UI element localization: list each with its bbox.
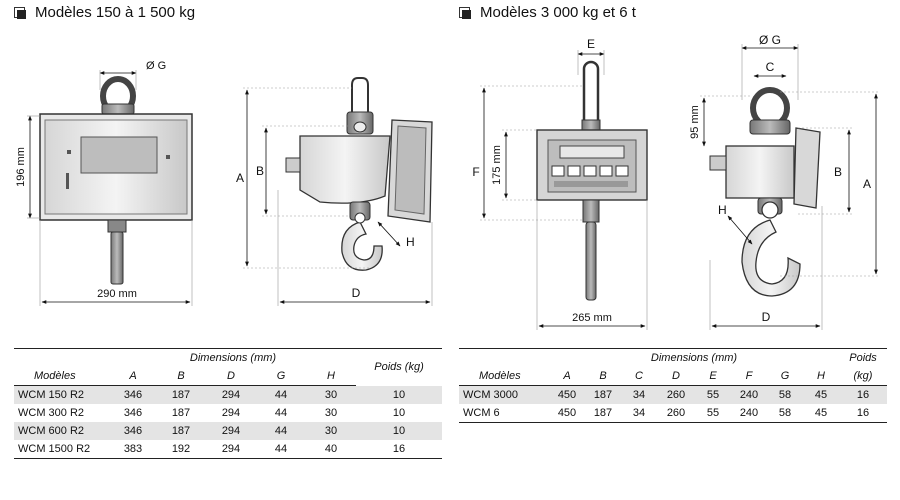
left-section-title: Modèles 150 à 1 500 kg [35,4,196,21]
dimensions-group-header: Dimensions (mm) [110,348,356,367]
dim-a-large-label: A [863,177,871,191]
left-spec-table: Dimensions (mm) Poids (kg) Modèles A B D… [14,348,442,459]
dim-f-label: F [472,165,479,179]
weight-header-line1: Poids [839,348,887,367]
col-header-c: C [621,367,657,386]
dimensions-group-header: Dimensions (mm) [549,348,839,367]
col-header-b: B [585,367,621,386]
right-section-header: Modèles 3 000 kg et 6 t [459,4,636,21]
dim-b-label: B [256,164,264,178]
square-bullet-icon [14,7,26,19]
col-header-g: G [767,367,803,386]
col-header-g: G [256,367,306,386]
dim-196-label: 196 mm [15,147,27,187]
col-header-h: H [306,367,356,386]
right-section-title: Modèles 3 000 kg et 6 t [480,4,636,21]
scale-side-view-large: Ø G C 95 mm B A H D [689,33,880,330]
weight-header: Poids (kg) [356,348,442,386]
col-header-b: B [156,367,206,386]
weight-header-line2: (kg) [839,367,887,386]
col-header-models: Modèles [459,367,549,386]
col-header-d: D [657,367,695,386]
dim-g-large-label: Ø G [759,33,781,47]
dim-d-large-label: D [762,310,771,324]
dim-a-label: A [236,171,244,185]
col-header-h: H [803,367,839,386]
square-bullet-icon [459,7,471,19]
col-header-f: F [731,367,767,386]
right-spec-table: Dimensions (mm) Poids Modèles A B C D E … [459,348,887,423]
dim-h-large-label: H [718,203,727,217]
dim-e-label: E [587,37,595,51]
dim-95-label: 95 mm [689,105,701,139]
col-header-models: Modèles [14,367,110,386]
dim-290-label: 290 mm [97,288,137,300]
scale-front-view-large: E F 175 mm 265 mm [472,37,648,330]
col-header-a: A [110,367,156,386]
dim-d-label: D [352,286,361,300]
dim-265-label: 265 mm [572,312,612,324]
col-header-e: E [695,367,731,386]
left-section-header: Modèles 150 à 1 500 kg [14,4,195,21]
dim-h-label: H [406,235,415,249]
technical-drawings: Ø G 196 mm 290 mm A B D H [15,33,880,330]
dim-c-label: C [766,60,775,74]
dim-g-label: Ø G [146,60,166,72]
dim-b-large-label: B [834,165,842,179]
col-header-a: A [549,367,585,386]
dim-175-label: 175 mm [491,145,503,185]
scale-side-view-small: A B D H [236,77,433,306]
scale-front-view-small: Ø G 196 mm 290 mm [15,60,193,306]
col-header-d: D [206,367,256,386]
